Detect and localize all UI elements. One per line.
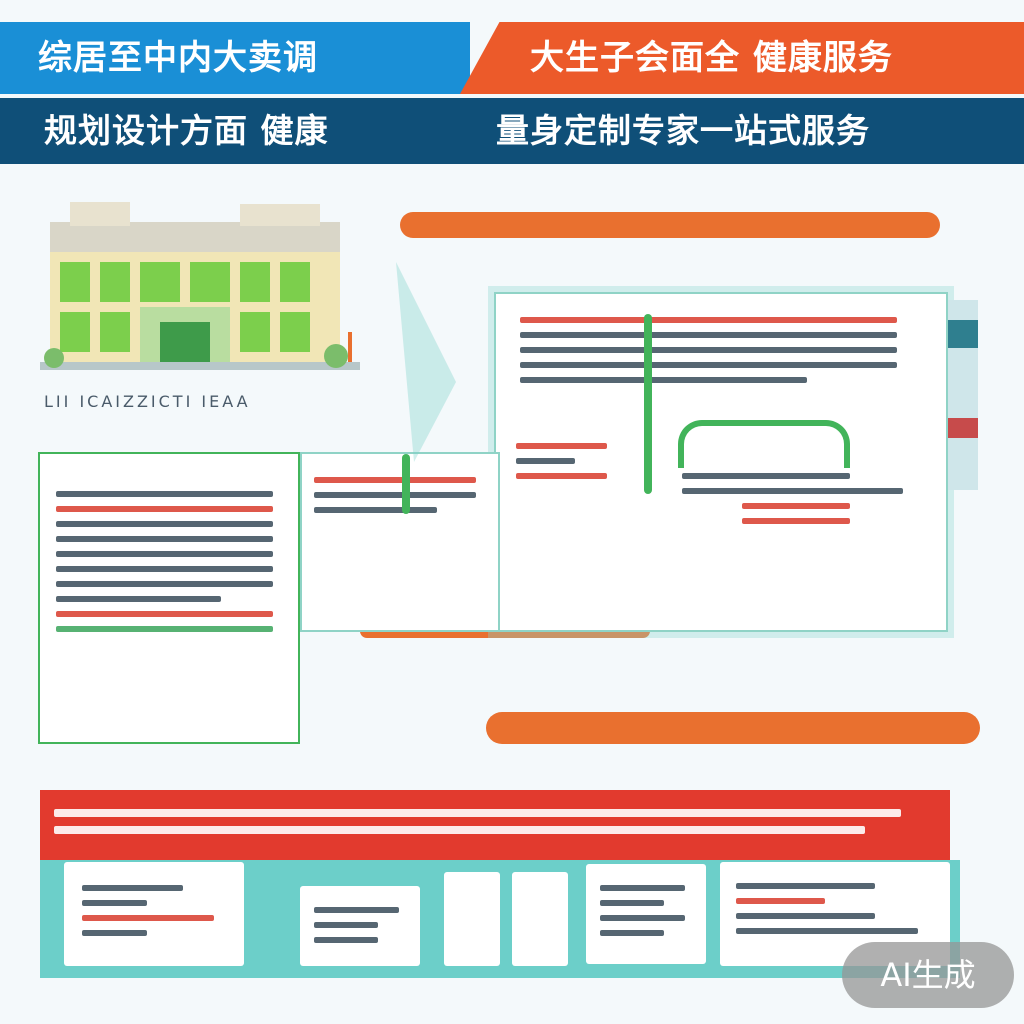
bottom-card — [300, 886, 420, 966]
bottom-red-banner — [40, 790, 950, 862]
text-line — [520, 332, 898, 338]
text-line — [56, 506, 274, 512]
text-line — [742, 518, 850, 524]
ribbon-top — [400, 212, 940, 238]
header-subtitle-right: 量身定制专家一站式服务 — [496, 111, 870, 150]
text-line — [520, 377, 807, 383]
green-arch — [678, 420, 850, 468]
ribbon-bottom — [486, 712, 980, 744]
text-line — [516, 443, 607, 449]
text-line — [56, 521, 274, 527]
ai-generated-badge: AI生成 — [842, 942, 1014, 1008]
text-line — [314, 477, 476, 483]
text-line — [314, 492, 476, 498]
text-line — [56, 551, 274, 557]
middle-panel — [300, 452, 500, 632]
header-title-left: 综居至中内大卖调 — [38, 38, 318, 78]
green-divider — [644, 314, 652, 494]
illustration-caption: LII ICAIZZICTI IEAA — [44, 392, 251, 411]
text-line — [682, 473, 850, 479]
banner-lines — [54, 800, 936, 843]
right-panel-text — [520, 308, 930, 392]
bottom-card — [586, 864, 706, 964]
header-band-blue: 综居至中内大卖调 — [0, 22, 470, 94]
middle-panel-text — [314, 468, 490, 522]
header-title-right: 大生子会面全 健康服务 — [530, 38, 893, 78]
text-line — [56, 596, 222, 602]
text-line — [56, 536, 274, 542]
green-connector — [402, 454, 410, 514]
right-info-panel — [494, 292, 948, 632]
text-line — [742, 503, 850, 509]
left-text-panel — [38, 452, 300, 744]
right-panel-subtext — [682, 464, 922, 533]
text-line — [682, 488, 903, 494]
text-line — [56, 626, 274, 632]
header-band-navy: 规划设计方面 健康 量身定制专家一站式服务 — [0, 98, 1024, 164]
left-panel-text — [56, 482, 292, 641]
text-line — [520, 362, 898, 368]
side-strip — [948, 300, 978, 490]
building-illustration — [40, 202, 360, 370]
bottom-card — [444, 872, 500, 966]
header-subtitle-left: 规划设计方面 健康 — [44, 111, 329, 150]
text-line — [516, 458, 575, 464]
right-panel-left-text — [516, 434, 646, 488]
teal-accent — [396, 262, 456, 462]
text-line — [56, 581, 274, 587]
text-line — [520, 347, 898, 353]
header-band-orange: 大生子会面全 健康服务 — [460, 22, 1024, 94]
text-line — [520, 317, 898, 323]
text-line — [56, 566, 274, 572]
text-line — [56, 491, 274, 497]
text-line — [314, 507, 438, 513]
bottom-card — [64, 862, 244, 966]
text-line — [516, 473, 607, 479]
bottom-card — [512, 872, 568, 966]
text-line — [56, 611, 274, 617]
